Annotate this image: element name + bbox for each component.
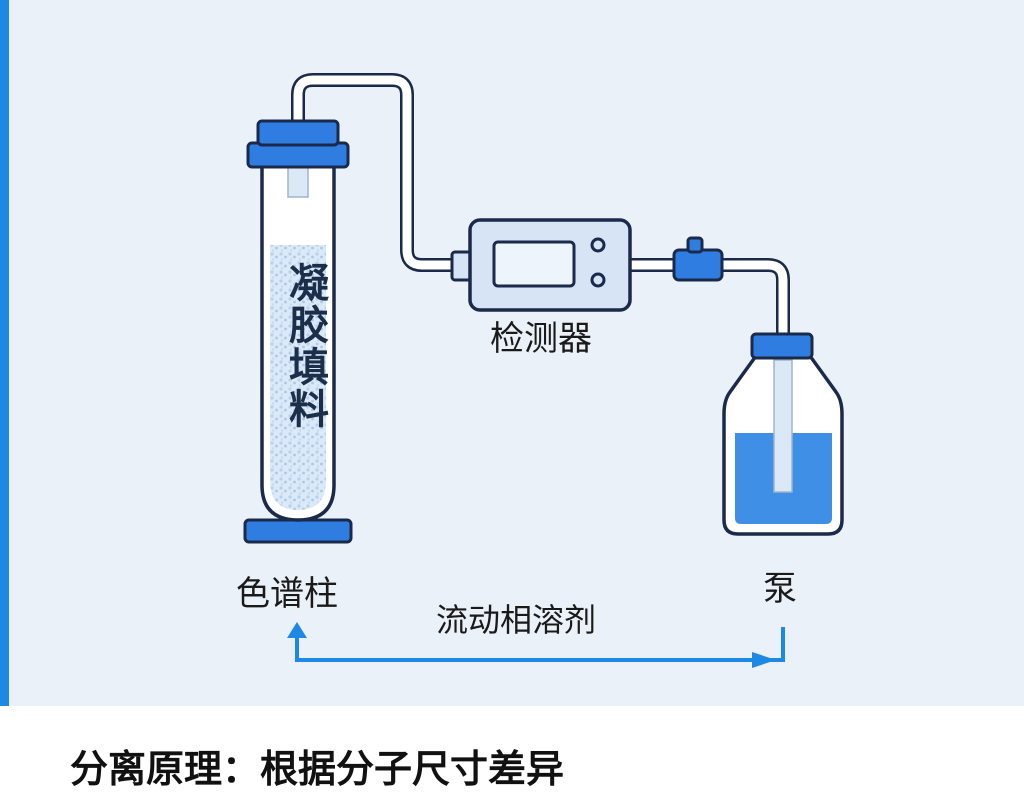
pump-bottle xyxy=(722,332,844,536)
detector-label: 检测器 xyxy=(490,319,592,359)
chromatography-column xyxy=(243,119,353,544)
separation-principle-caption: 分离原理：根据分子尺寸差异 xyxy=(70,747,565,791)
diagram-panel xyxy=(0,0,1024,706)
pump-label: 泵 xyxy=(763,569,797,609)
chromatography-diagram xyxy=(243,73,844,668)
tube-detector-to-pump xyxy=(630,258,790,495)
tube-column-to-detector xyxy=(291,73,462,272)
detector-device xyxy=(450,218,632,312)
flow-arrow xyxy=(287,622,785,668)
gel-packing-label: 凝胶填料 xyxy=(282,262,328,430)
mobile-phase-label: 流动相溶剂 xyxy=(436,601,597,639)
column-label: 色谱柱 xyxy=(236,574,338,614)
accent-strip xyxy=(0,0,9,706)
tube-connector xyxy=(672,236,724,282)
